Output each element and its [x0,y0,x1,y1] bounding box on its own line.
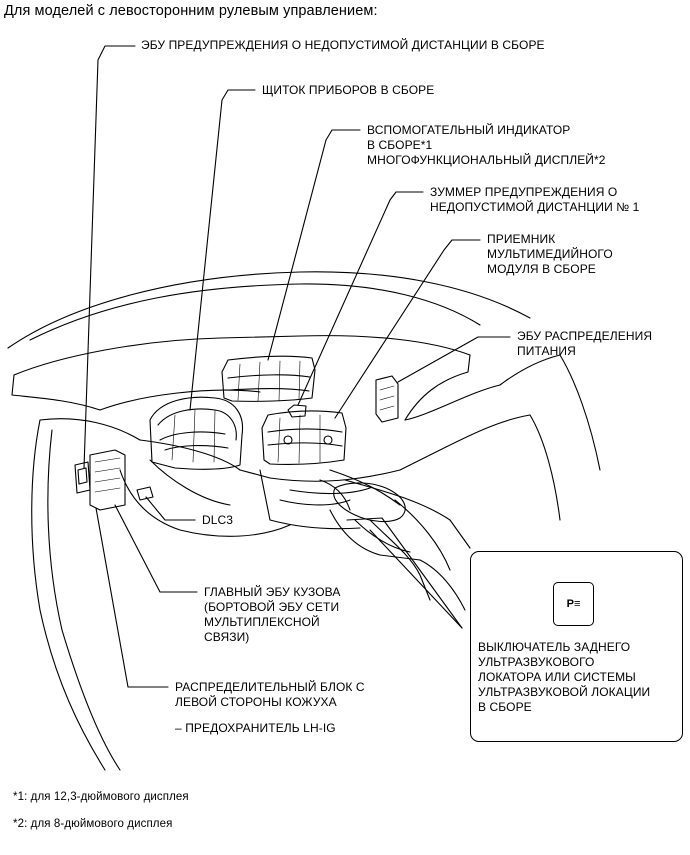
label-buzzer-1: ЗУММЕР ПРЕДУПРЕЖДЕНИЯ О [430,185,618,199]
label-sonar-switch-2: УЛЬТРАЗВУКОВОГО [478,655,595,669]
label-buzzer-2: НЕДОПУСТИМОЙ ДИСТАНЦИИ № 1 [430,200,640,214]
label-aux-indicator-3: МНОГОФУНКЦИОНАЛЬНЫЙ ДИСПЛЕЙ*2 [367,153,606,167]
label-receiver-3: МОДУЛЯ В СБОРЕ [487,262,596,276]
label-sonar-switch-3: ЛОКАТОРА ИЛИ СИСТЕМЫ [478,670,636,684]
label-sonar-switch-4: УЛЬТРАЗВУКОВОЙ ЛОКАЦИИ [478,685,651,699]
page-heading: Для моделей с левосторонним рулевым упра… [4,3,378,19]
label-dlc3: DLC3 [202,513,234,527]
sonar-switch-inset [470,551,683,742]
label-sonar-switch-1: ВЫКЛЮЧАТЕЛЬ ЗАДНЕГО [478,640,631,654]
label-power-ecu-1: ЭБУ РАСПРЕДЕЛЕНИЯ [517,329,653,343]
label-sonar-switch-5: В СБОРЕ [478,700,532,714]
label-junction-block-1: РАСПРЕДЕЛИТЕЛЬНЫЙ БЛОК С [175,680,365,694]
label-meter: ЩИТОК ПРИБОРОВ В СБОРЕ [262,83,435,97]
footnote-1: *1: для 12,3-дюймового дисплея [13,791,189,803]
label-receiver-1: ПРИЕМНИК [487,232,556,246]
parking-sensor-switch-icon: P≡ [553,582,594,626]
label-aux-indicator-2: В СБОРЕ*1 [367,138,433,152]
label-body-ecu-4: СВЯЗИ) [204,630,250,644]
label-power-ecu-2: ПИТАНИЯ [517,344,576,358]
label-body-ecu-1: ГЛАВНЫЙ ЭБУ КУЗОВА [204,585,341,599]
label-body-ecu-3: МУЛЬТИПЛЕКСНОЙ [204,615,320,629]
label-fuse: – ПРЕДОХРАНИТЕЛЬ LH-IG [175,721,336,735]
label-body-ecu-2: (БОРТОВОЙ ЭБУ СЕТИ [204,600,340,614]
label-receiver-2: МУЛЬТИМЕДИЙНОГО [487,247,613,261]
label-junction-block-2: ЛЕВОЙ СТОРОНЫ КОЖУХА [175,695,337,709]
footnote-2: *2: для 8-дюймового дисплея [13,818,173,830]
label-clearance-ecu: ЭБУ ПРЕДУПРЕЖДЕНИЯ О НЕДОПУСТИМОЙ ДИСТАН… [141,38,545,52]
label-aux-indicator-1: ВСПОМОГАТЕЛЬНЫЙ ИНДИКАТОР [367,123,571,137]
